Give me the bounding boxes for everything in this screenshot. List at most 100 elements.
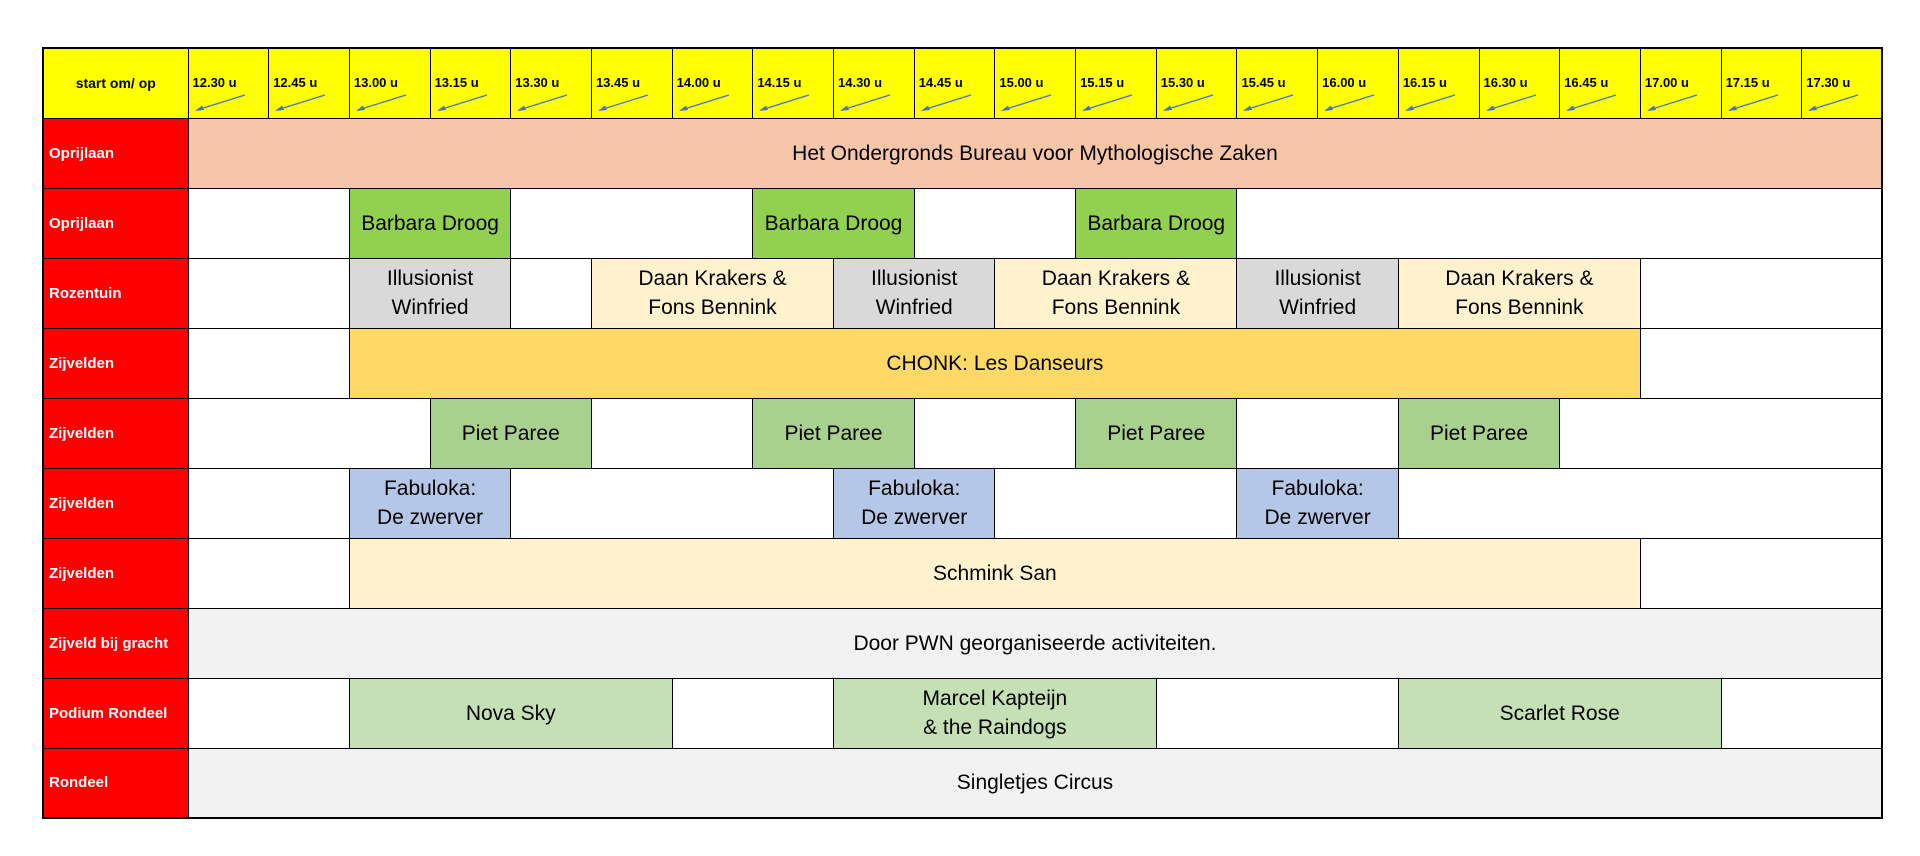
event-cell: CHONK: Les Danseurs [348, 327, 1641, 399]
event-title: Fabuloka: De zwerver [376, 477, 484, 529]
time-label: 12.45 u [273, 75, 318, 90]
empty-slot [913, 187, 1077, 259]
event-title: CHONK: Les Danseurs [886, 351, 1104, 375]
arrow-down-left-icon [1727, 94, 1778, 111]
arrow-down-left-icon [1566, 94, 1617, 111]
event-title: Piet Paree [1107, 421, 1206, 445]
event-cell: Illusionist Winfried [1236, 257, 1399, 329]
location-label: Oprijlaan [42, 117, 189, 189]
location-label: Zijvelden [42, 537, 189, 609]
arrow-down-left-icon [1646, 94, 1698, 111]
time-slot: 16.30 u [1478, 47, 1561, 119]
empty-slot [187, 327, 350, 399]
empty-slot [510, 467, 834, 539]
time-slot: 17.00 u [1639, 47, 1722, 119]
event-cell: Nova Sky [348, 677, 673, 749]
event-cell: Fabuloka: De zwerver [832, 467, 996, 539]
event-cell: Door PWN georganiseerde activiteiten. [187, 607, 1883, 679]
arrow-down-left-icon [840, 94, 891, 111]
arrow-down-left-icon [759, 94, 810, 111]
time-label: 17.15 u [1725, 75, 1770, 90]
time-slot: 14.45 u [913, 47, 996, 119]
empty-slot [1559, 397, 1883, 469]
time-slot: 13.00 u [348, 47, 431, 119]
empty-slot [1639, 257, 1883, 329]
empty-slot [1236, 187, 1883, 259]
time-label: 13.30 u [515, 75, 560, 90]
arrow-down-left-icon [517, 94, 568, 111]
event-cell: Fabuloka: De zwerver [348, 467, 512, 539]
event-cell: Barbara Droog [752, 187, 915, 259]
time-slot: 13.30 u [510, 47, 592, 119]
empty-slot [187, 677, 350, 749]
time-label: 14.30 u [838, 75, 883, 90]
empty-slot [1639, 327, 1883, 399]
event-title: Daan Krakers & Fons Bennink [638, 267, 787, 319]
event-cell: Scarlet Rose [1397, 677, 1722, 749]
event-cell: Illusionist Winfried [348, 257, 512, 329]
schedule-row: Zijvelden Schmink San [42, 537, 1883, 609]
event-cell: Barbara Droog [348, 187, 512, 259]
time-slot: 12.45 u [268, 47, 350, 119]
arrow-down-left-icon [194, 94, 245, 111]
time-label: 14.00 u [676, 75, 721, 90]
arrow-down-left-icon [597, 94, 649, 111]
time-slot: 17.15 u [1720, 47, 1803, 119]
empty-slot [590, 397, 754, 469]
time-slot: 15.00 u [994, 47, 1077, 119]
event-title: Schmink San [933, 561, 1057, 585]
event-title: Barbara Droog [764, 211, 903, 235]
event-title: Het Ondergronds Bureau voor Mythologisch… [792, 141, 1278, 165]
event-title: Illusionist Winfried [1274, 267, 1361, 319]
event-title: Piet Paree [461, 421, 560, 445]
location-label: Zijvelden [42, 397, 189, 469]
event-cell: Barbara Droog [1075, 187, 1238, 259]
event-cell: Fabuloka: De zwerver [1236, 467, 1399, 539]
time-label: 15.30 u [1160, 75, 1205, 90]
empty-slot [1720, 677, 1883, 749]
time-slot: 12.30 u [187, 47, 270, 119]
time-label: 17.00 u [1644, 75, 1689, 90]
arrow-down-left-icon [436, 94, 487, 111]
event-cell: Illusionist Winfried [832, 257, 996, 329]
empty-slot [1397, 467, 1883, 539]
event-cell: Het Ondergronds Bureau voor Mythologisch… [187, 117, 1883, 189]
time-label: 16.45 u [1564, 75, 1609, 90]
arrow-down-left-icon [1808, 94, 1859, 111]
event-title: Piet Paree [784, 421, 883, 445]
empty-slot [187, 187, 350, 259]
arrow-down-left-icon [678, 94, 729, 111]
time-slot: 16.45 u [1559, 47, 1641, 119]
empty-slot [1155, 677, 1399, 749]
empty-slot [187, 537, 350, 609]
empty-slot [187, 257, 350, 329]
empty-slot [187, 397, 431, 469]
arrow-down-left-icon [1162, 94, 1213, 111]
time-label: 14.45 u [918, 75, 963, 90]
time-slot: 17.30 u [1801, 47, 1883, 119]
time-slot: 16.15 u [1397, 47, 1480, 119]
time-label: 13.00 u [353, 75, 398, 90]
time-slot: 13.45 u [590, 47, 673, 119]
arrow-down-left-icon [1324, 94, 1375, 111]
time-slot: 16.00 u [1317, 47, 1399, 119]
location-label: Zijvelden [42, 327, 189, 399]
arrow-down-left-icon [920, 94, 971, 111]
time-label: 15.15 u [1080, 75, 1125, 90]
event-title: Daan Krakers & Fons Bennink [1445, 267, 1594, 319]
event-cell: Schmink San [348, 537, 1641, 609]
arrow-down-left-icon [275, 94, 326, 111]
location-label: Rondeel [42, 747, 189, 819]
arrow-down-left-icon [1001, 94, 1052, 111]
event-title: Fabuloka: De zwerver [1264, 477, 1371, 529]
event-title: Piet Paree [1429, 421, 1529, 445]
time-label: 13.45 u [595, 75, 641, 90]
empty-slot [510, 257, 592, 329]
